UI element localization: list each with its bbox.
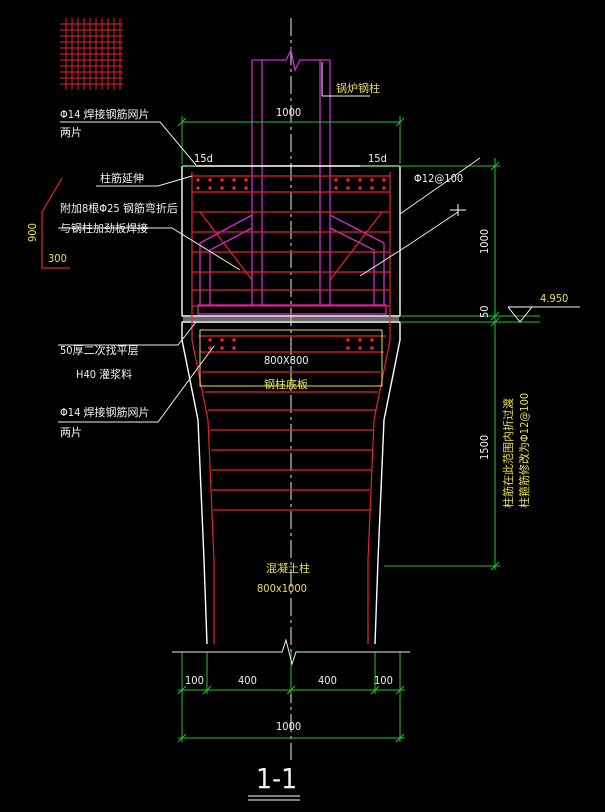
label-side-note-1: 柱筋在此范围内折过渡 [501, 398, 515, 508]
label-mesh-bottom-1: Φ14 焊接钢筋网片 [60, 405, 150, 419]
embed-mark-icon [450, 204, 466, 216]
label-stirrup-top: Φ12@100 [414, 172, 463, 185]
label-steel-column: 锅炉钢柱 [336, 81, 380, 95]
leader-lines [58, 62, 580, 423]
dim-bottom-seg-2: 400 [238, 674, 257, 687]
elevation-marker [507, 306, 580, 323]
label-side-note-2: 柱箍筋修改为Φ12@100 [517, 393, 531, 508]
pedestal-rebar [191, 172, 391, 644]
label-added-bars-1: 附加8根Φ25 钢筋弯折后 [60, 201, 178, 215]
label-added-bars-2: 与钢柱加劲板焊接 [60, 221, 148, 235]
dimension-lines [177, 116, 540, 743]
dim-bottom-seg-1: 100 [185, 674, 204, 687]
label-bend-vertical: 900 [26, 223, 39, 242]
base-plate-outline [199, 329, 383, 387]
dim-anchor-left: 15d [194, 152, 213, 165]
label-mesh-top-2: 两片 [60, 126, 82, 139]
label-concrete-column-size: 800x1000 [257, 582, 307, 595]
dim-bottom-seg-3: 400 [318, 674, 337, 687]
section-title-underline [248, 795, 300, 801]
label-grout-2: H40 灌浆料 [76, 367, 132, 381]
label-mesh-top-1: Φ14 焊接钢筋网片 [60, 107, 150, 121]
steel-column [197, 48, 387, 315]
dim-top-width: 1000 [276, 106, 301, 119]
label-column-rebar-extend: 柱筋延伸 [100, 171, 144, 185]
bend-detail [41, 177, 70, 269]
label-base-plate-size: 800X800 [264, 354, 309, 367]
dim-bottom-total: 1000 [276, 720, 301, 733]
label-elevation: 4.950 [540, 292, 568, 305]
dim-right-top: 1000 [478, 229, 491, 254]
break-line [172, 638, 410, 666]
label-mesh-bottom-2: 两片 [60, 426, 82, 439]
label-base-plate-name: 钢柱底板 [264, 377, 308, 391]
rebar-grid-legend-icon [60, 18, 123, 90]
label-grout-1: 50厚二次找平层 [60, 343, 139, 357]
dim-right-grout: 50 [478, 305, 491, 318]
dim-right-transition: 1500 [478, 435, 491, 460]
dim-bottom-seg-4: 100 [374, 674, 393, 687]
grout-layer [183, 316, 399, 322]
label-concrete-column-name: 混凝土柱 [266, 561, 310, 575]
label-bend-horizontal: 300 [48, 252, 67, 265]
rebar-dots [196, 178, 386, 350]
section-title: 1-1 [256, 762, 297, 795]
dim-anchor-right: 15d [368, 152, 387, 165]
